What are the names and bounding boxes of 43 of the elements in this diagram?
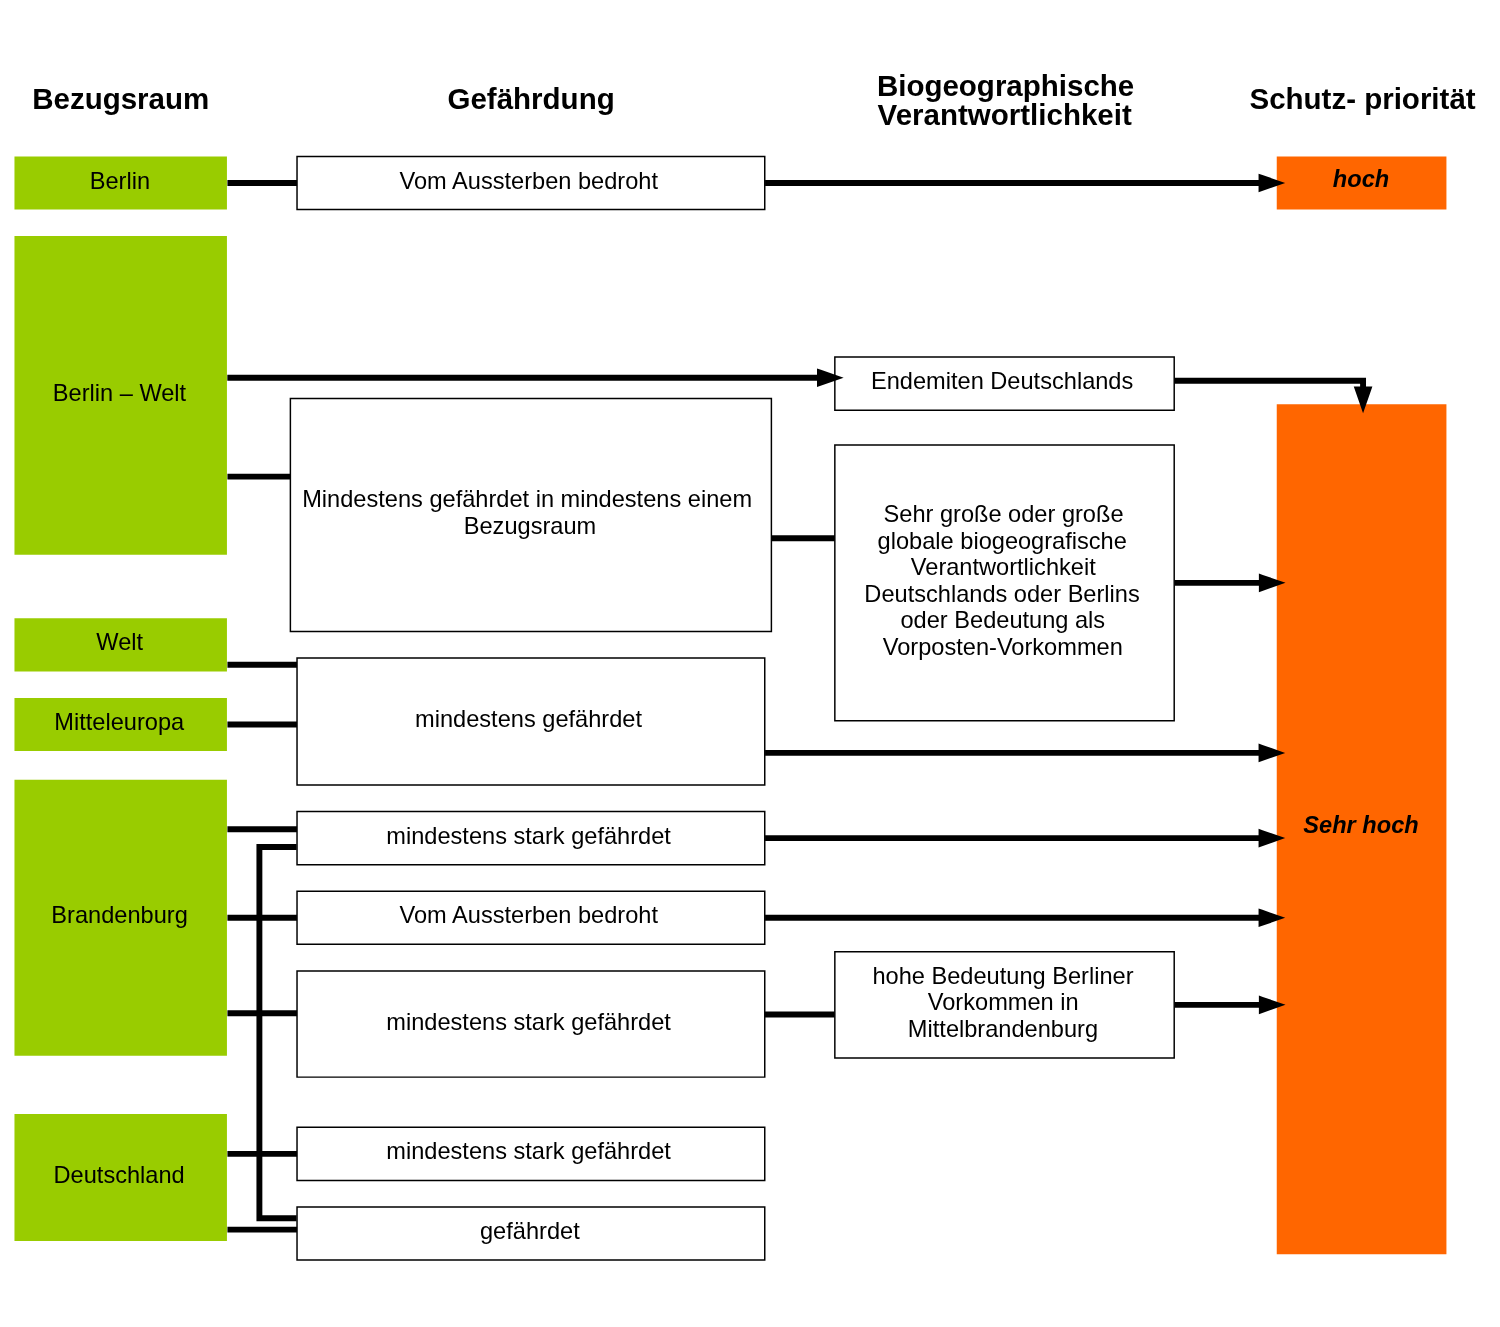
label: Schutz- priorität (1249, 81, 1476, 115)
node-box: Berlin (14, 155, 227, 210)
arrow (227, 367, 844, 387)
connector (227, 179, 297, 186)
arrow (765, 173, 1286, 192)
connector (227, 914, 297, 921)
node-box: mindestens stark gefährdet (296, 969, 766, 1078)
connector (227, 1009, 297, 1016)
node-box: Brandenburg (14, 779, 227, 1056)
arrow (1174, 573, 1286, 592)
connector (227, 1226, 297, 1233)
node-box: Vom Aussterben bedroht (296, 890, 766, 945)
label: Gefährdung (447, 81, 615, 115)
node-box: hoch (1276, 155, 1447, 210)
connector (256, 843, 297, 1221)
node-box: hohe Bedeutung Berliner Vorkommen in Mittelbrandenburg (834, 950, 1175, 1059)
node-box: Mindestens gefährdet in mindestens einem Bezugsraum (289, 397, 773, 632)
node-box: mindestens stark gefährdet (296, 1126, 766, 1181)
node-box: Berlin – Welt (14, 235, 227, 555)
connector (227, 721, 297, 727)
connector (227, 473, 291, 480)
connector (771, 534, 835, 541)
connector (227, 1150, 297, 1157)
node-box: Endemiten Deutschlands (834, 355, 1175, 411)
connector (764, 1010, 835, 1017)
node-box: Deutschland (14, 1113, 227, 1241)
node-box: Welt (14, 617, 227, 671)
node-box: gefährdet (296, 1205, 766, 1261)
arrow (1174, 377, 1373, 413)
node-box: Vom Aussterben bedroht (296, 155, 766, 210)
node-box: Mitteleuropa (14, 697, 227, 751)
node-box: Sehr große oder große globale biogeografische Verantwortlichkeit Deutschlands oder Berlins oder Bedeutung als Vorposten-Vorkommen (834, 443, 1175, 722)
label: Biogeographische Verantwortlichkeit (876, 68, 1135, 131)
arrow (765, 828, 1286, 847)
node-box: mindestens stark gefährdet (296, 810, 766, 865)
arrow (765, 907, 1286, 927)
node-box: mindestens gefährdet (296, 656, 766, 786)
connector (227, 661, 297, 668)
arrow (765, 743, 1286, 762)
node-box: Sehr hoch (1276, 403, 1447, 1254)
connector (227, 825, 297, 832)
label: Bezugsraum (32, 81, 210, 115)
arrow (1174, 995, 1286, 1014)
